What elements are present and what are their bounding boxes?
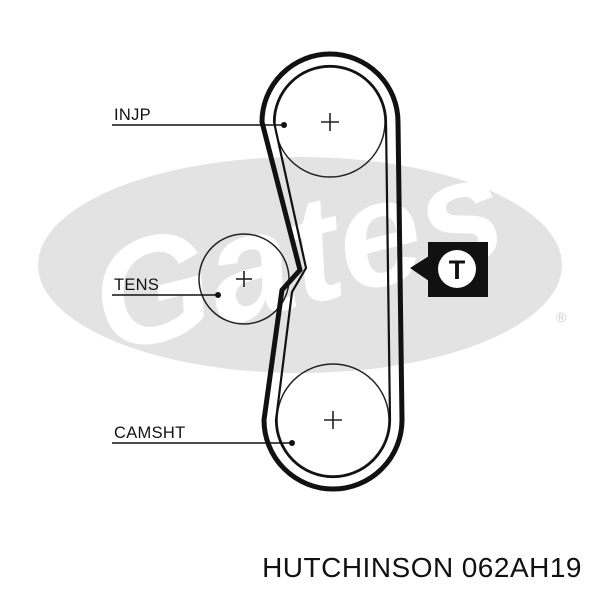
injp-label: INJP — [114, 106, 151, 124]
camsht-label: CAMSHT — [114, 424, 185, 442]
tensioner-marker-arrow — [410, 256, 429, 281]
tensioner-marker-letter: T — [449, 255, 466, 285]
camsht-leader-dot — [289, 440, 295, 446]
leader-lines — [112, 124, 292, 444]
component-labels: INJP TENS CAMSHT — [114, 106, 185, 442]
belt-outer-edge — [259, 51, 405, 492]
tensioner-marker: T — [410, 242, 488, 297]
timing-belt — [259, 51, 405, 492]
pulley-centers — [236, 113, 342, 429]
tensioner-marker-circle — [438, 250, 476, 288]
injection-pump-center-cross — [321, 113, 339, 131]
tens-leader-dot — [215, 292, 221, 298]
camshaft-center-cross — [324, 411, 342, 429]
injp-leader-dot — [281, 122, 287, 128]
tens-label: TENS — [114, 276, 159, 294]
part-number: 062AH19 — [461, 552, 582, 583]
leader-dots — [215, 122, 295, 446]
brand-name: HUTCHINSON — [262, 552, 454, 583]
watermark-registered-mark: ® — [556, 309, 567, 325]
belt-inner-edge — [272, 64, 392, 479]
tensioner-center-cross — [236, 271, 252, 287]
